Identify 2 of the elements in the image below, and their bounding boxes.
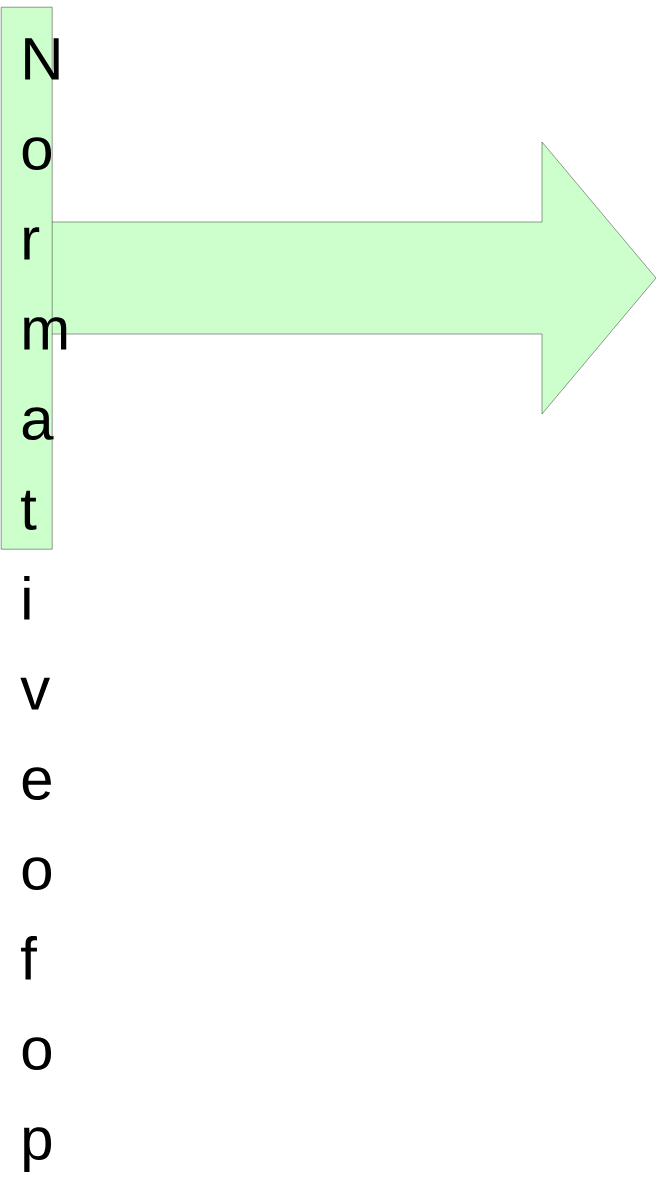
node-label: ive of op — [20, 576, 52, 1172]
text-box: Normative of op — [1, 7, 67, 1172]
